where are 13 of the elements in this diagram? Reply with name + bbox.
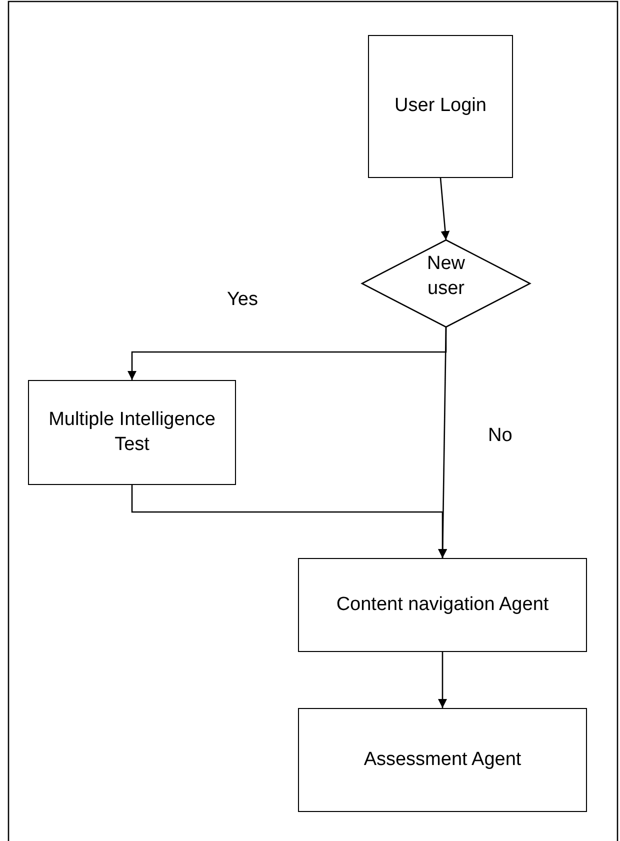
decision-label: New user xyxy=(426,252,466,300)
arrow xyxy=(440,178,450,240)
process-box xyxy=(28,380,236,485)
box-label: Assessment Agent xyxy=(364,748,522,772)
arrow xyxy=(131,485,447,558)
arrow xyxy=(438,652,447,708)
box-label: Multiple Intelligence Test xyxy=(48,408,216,456)
process-box xyxy=(298,708,587,812)
box-label: Content navigation Agent xyxy=(336,592,549,617)
box-label: User Login xyxy=(394,94,486,118)
process-box xyxy=(298,558,587,652)
process-box xyxy=(368,35,513,178)
decision-diamond xyxy=(362,240,530,327)
